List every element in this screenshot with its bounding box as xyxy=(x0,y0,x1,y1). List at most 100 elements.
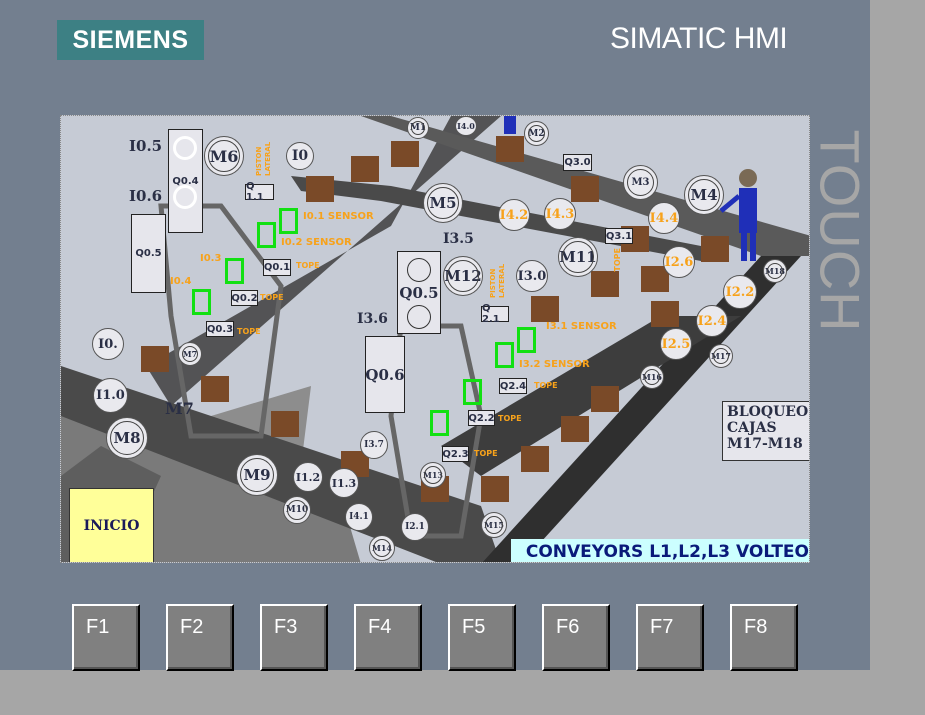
input-i1-0[interactable]: I1.0 xyxy=(93,378,128,413)
output-q1-1[interactable]: Q 1.1 xyxy=(245,181,274,203)
product-name: SIMATIC HMI xyxy=(610,22,788,55)
piston-lateral-label: PISTON LATERAL xyxy=(489,263,506,298)
output-q2-1[interactable]: Q 2.1 xyxy=(481,303,509,325)
input-i4-0[interactable]: I4.0 xyxy=(455,116,477,136)
block-note-line: M17-M18 xyxy=(727,436,803,452)
block-boxes-note[interactable]: BLOQUEO CAJAS M17-M18 xyxy=(722,401,809,461)
valve-q0-5-right[interactable]: Q0.5 xyxy=(397,251,441,334)
motor-m11[interactable]: M11 xyxy=(558,237,598,277)
input-i2-1[interactable]: I2.1 xyxy=(401,513,429,541)
touch-text: TOUCH xyxy=(808,129,872,333)
sensor-i0-3-box[interactable] xyxy=(225,258,244,284)
conveyor-l2 xyxy=(61,366,501,562)
valve-indicator xyxy=(407,305,431,329)
input-i2-6[interactable]: I2.6 xyxy=(663,246,695,278)
function-key-f4[interactable]: F4 xyxy=(354,604,422,671)
motor-m18[interactable]: M18 xyxy=(763,259,787,283)
input-i4-2[interactable]: I4.2 xyxy=(498,199,530,231)
sensor-i0-2-box[interactable] xyxy=(257,222,276,248)
function-key-f2[interactable]: F2 xyxy=(166,604,234,671)
motor-m1[interactable]: M1 xyxy=(407,117,429,139)
input-i4-4[interactable]: I4.4 xyxy=(648,202,680,234)
conveyor-l1-incline xyxy=(146,116,501,406)
output-q3-0[interactable]: Q3.0 xyxy=(563,154,592,171)
sensor-i0-4-box[interactable] xyxy=(192,289,211,315)
input-i3-7[interactable]: I3.7 xyxy=(360,431,388,459)
tope-label: TOPE xyxy=(296,261,320,270)
input-i2-5[interactable]: I2.5 xyxy=(660,328,692,360)
function-key-f3[interactable]: F3 xyxy=(260,604,328,671)
function-key-f6[interactable]: F6 xyxy=(542,604,610,671)
output-q2-2[interactable]: Q2.2 xyxy=(468,410,495,426)
input-i2-4[interactable]: I2.4 xyxy=(696,305,728,337)
input-i0[interactable]: I0 xyxy=(286,142,314,170)
output-q0-2[interactable]: Q0.2 xyxy=(231,290,258,306)
inicio-button[interactable]: INICIO xyxy=(69,488,154,562)
sensor-i0-3-label: I0.3 xyxy=(200,253,222,264)
function-key-f1[interactable]: F1 xyxy=(72,604,140,671)
function-key-f7[interactable]: F7 xyxy=(636,604,704,671)
input-i0-x[interactable]: I0. xyxy=(92,328,124,360)
conveyor-upper xyxy=(291,176,701,261)
output-q2-3[interactable]: Q2.3 xyxy=(442,446,469,462)
motor-m15[interactable]: M15 xyxy=(481,512,507,538)
siemens-logo: SIEMENS xyxy=(57,20,204,60)
process-screen: M1 I4.0 M2 M6 I0 M5 I4.2 I4.3 M3 M4 I4.4… xyxy=(60,115,810,563)
motor-m17[interactable]: M17 xyxy=(709,344,733,368)
motor-m16[interactable]: M16 xyxy=(640,365,664,389)
tope-label: TOPE xyxy=(474,449,498,458)
motor-m12[interactable]: M12 xyxy=(443,256,483,296)
motor-m5[interactable]: M5 xyxy=(423,183,463,223)
motor-m10[interactable]: M10 xyxy=(283,496,311,524)
tope-label: TOPE xyxy=(534,381,558,390)
sensor-i0-1-label: I0.1 SENSOR xyxy=(303,211,374,222)
sensor-box[interactable] xyxy=(430,410,449,436)
output-q0-3[interactable]: Q0.3 xyxy=(206,321,234,337)
input-i1-3[interactable]: I1.3 xyxy=(329,468,359,498)
sensor-i0-1-box[interactable] xyxy=(279,208,298,234)
motor-m2[interactable]: M2 xyxy=(524,121,549,146)
function-key-f5[interactable]: F5 xyxy=(448,604,516,671)
input-i4-3[interactable]: I4.3 xyxy=(544,198,576,230)
motor-m7-small[interactable]: M7 xyxy=(178,342,202,366)
output-q3-1[interactable]: Q3.1 xyxy=(605,228,633,244)
valve-q0-4[interactable]: Q0.4 xyxy=(168,129,203,233)
function-key-f8[interactable]: F8 xyxy=(730,604,798,671)
motor-m3[interactable]: M3 xyxy=(623,165,658,200)
sensor-i3-2-label: I3.2 SENSOR xyxy=(519,359,590,370)
output-q2-4[interactable]: Q2.4 xyxy=(499,378,527,394)
valve-q0-6[interactable]: Q0.6 xyxy=(365,336,405,413)
motor-m13[interactable]: M13 xyxy=(420,462,446,488)
input-i3-0[interactable]: I3.0 xyxy=(516,260,548,292)
tope-label: TOPE xyxy=(260,293,284,302)
operator-figure xyxy=(504,116,757,261)
input-i4-1[interactable]: I4.1 xyxy=(345,503,373,531)
sensor-i3-2-box[interactable] xyxy=(495,342,514,368)
motor-m8[interactable]: M8 xyxy=(106,417,148,459)
block-note-line: CAJAS xyxy=(727,420,777,436)
sensor-i0-2-label: I0.2 SENSOR xyxy=(281,237,352,248)
frame-left xyxy=(158,203,284,439)
sensor-i3-1-label: I3.1 SENSOR xyxy=(546,321,617,332)
valve-q0-4-label: Q0.4 xyxy=(172,175,199,187)
valve-q0-5-left[interactable]: Q0.5 xyxy=(131,214,166,293)
motor-m4[interactable]: M4 xyxy=(684,175,724,215)
motor-m6[interactable]: M6 xyxy=(204,136,244,176)
tope-label: TOPE xyxy=(613,248,622,272)
label-i3-6: I3.6 xyxy=(357,311,388,327)
motor-m9[interactable]: M9 xyxy=(236,454,278,496)
tope-label: TOPE xyxy=(237,327,261,336)
sensor-i3-1-box[interactable] xyxy=(517,327,536,353)
block-note-line: BLOQUEO xyxy=(727,404,809,420)
input-i1-2[interactable]: I1.2 xyxy=(293,462,323,492)
label-i0-5: I0.5 xyxy=(129,137,163,155)
label-i0-6: I0.6 xyxy=(129,187,163,205)
tope-label: TOPE xyxy=(498,414,522,423)
output-q0-1[interactable]: Q0.1 xyxy=(263,259,291,276)
valve-indicator xyxy=(407,258,431,282)
valve-indicator xyxy=(173,136,197,160)
sensor-box[interactable] xyxy=(463,379,482,405)
motor-m14[interactable]: M14 xyxy=(369,535,395,561)
input-i2-2[interactable]: I2.2 xyxy=(723,275,757,309)
hmi-panel: SIEMENS SIMATIC HMI TOUCH M1 I4.0 M2 M6 … xyxy=(0,0,872,671)
